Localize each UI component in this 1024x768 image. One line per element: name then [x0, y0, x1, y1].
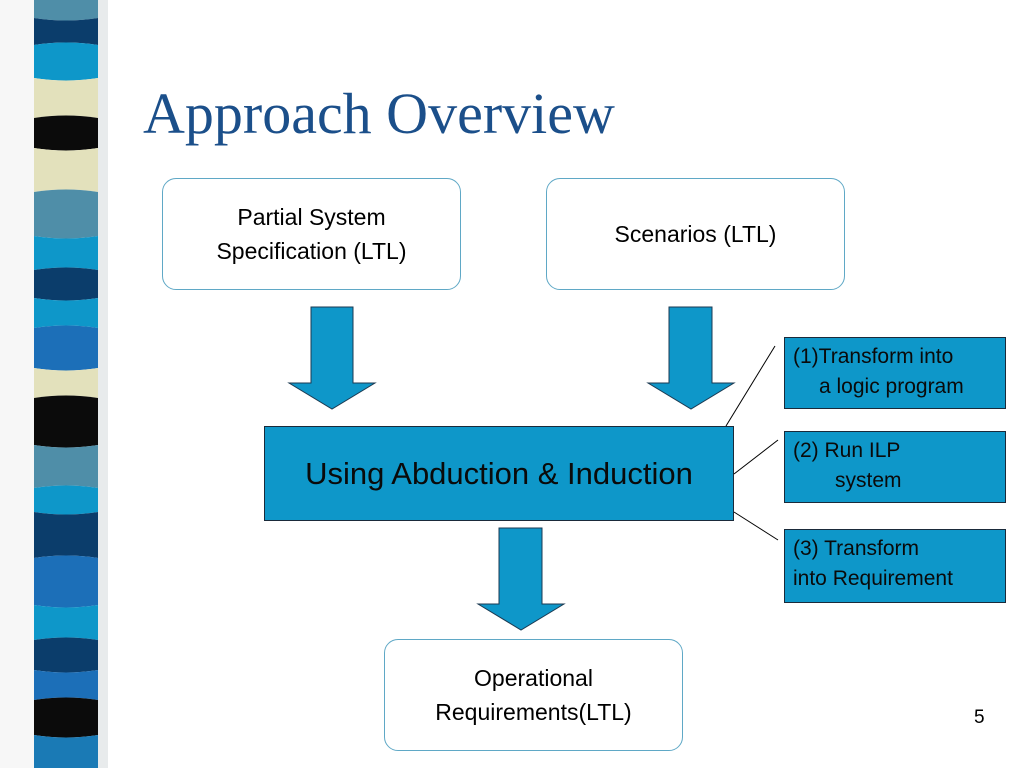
- decorative-stripe-band: [0, 0, 108, 768]
- decorative-stripe: [34, 18, 98, 45]
- connector-step3: [733, 511, 779, 541]
- decorative-stripe: [34, 512, 98, 558]
- spec-label-line2: Specification (LTL): [216, 238, 407, 264]
- arrow-process-to-output: [476, 527, 566, 631]
- decorative-shadow: [98, 0, 108, 768]
- step1-line2: a logic program: [819, 375, 964, 399]
- step3-line2: into Requirement: [793, 567, 953, 591]
- step-transform-logic-program-box: (1)Transform into a logic program: [784, 337, 1006, 409]
- decorative-stripe: [34, 298, 98, 328]
- decorative-stripe: [34, 267, 98, 301]
- decorative-stripe: [34, 78, 98, 118]
- decorative-stripe: [34, 697, 98, 738]
- spec-label-line1: Partial System: [237, 203, 386, 230]
- scenarios-label: Scenarios (LTL): [614, 220, 777, 247]
- decorative-stripe: [34, 115, 98, 151]
- decorative-stripe: [34, 555, 98, 608]
- step3-line1: (3) Transform: [793, 537, 920, 560]
- step2-line2: system: [835, 469, 902, 493]
- slide-title: Approach Overview: [143, 81, 615, 146]
- page-number: 5: [974, 707, 985, 728]
- decorative-stripe: [34, 189, 98, 239]
- decorative-stripe: [34, 735, 98, 768]
- process-label: Using Abduction & Induction: [305, 455, 693, 491]
- output-label-line1: Operational: [474, 664, 593, 691]
- decorative-margin: [0, 0, 34, 768]
- partial-system-specification-box: Partial System Specification (LTL): [162, 178, 461, 290]
- step-run-ilp-box: (2) Run ILP system: [784, 431, 1006, 503]
- decorative-stripe: [34, 148, 98, 192]
- decorative-stripe: [34, 236, 98, 270]
- operational-requirements-box: Operational Requirements(LTL): [384, 639, 683, 751]
- abduction-induction-box: Using Abduction & Induction: [264, 426, 734, 521]
- connector-step2: [733, 439, 779, 475]
- step-transform-requirement-box: (3) Transform into Requirement: [784, 529, 1006, 603]
- connector-step1: [725, 345, 776, 427]
- decorative-stripe: [34, 42, 98, 81]
- output-label-line2: Requirements(LTL): [435, 699, 632, 725]
- scenarios-box: Scenarios (LTL): [546, 178, 845, 290]
- arrow-scenarios-to-process: [646, 306, 736, 410]
- step1-line1: (1)Transform into: [793, 345, 954, 368]
- decorative-stripe: [34, 325, 98, 371]
- decorative-stripe: [34, 0, 98, 21]
- decorative-stripe: [34, 637, 98, 673]
- decorative-stripe: [34, 605, 98, 640]
- decorative-stripe: [34, 395, 98, 448]
- decorative-stripe: [34, 445, 98, 488]
- decorative-stripe: [34, 485, 98, 515]
- arrow-spec-to-process: [287, 306, 377, 410]
- decorative-stripe: [34, 670, 98, 700]
- step2-line1: (2) Run ILP: [793, 439, 901, 462]
- decorative-stripe: [34, 368, 98, 398]
